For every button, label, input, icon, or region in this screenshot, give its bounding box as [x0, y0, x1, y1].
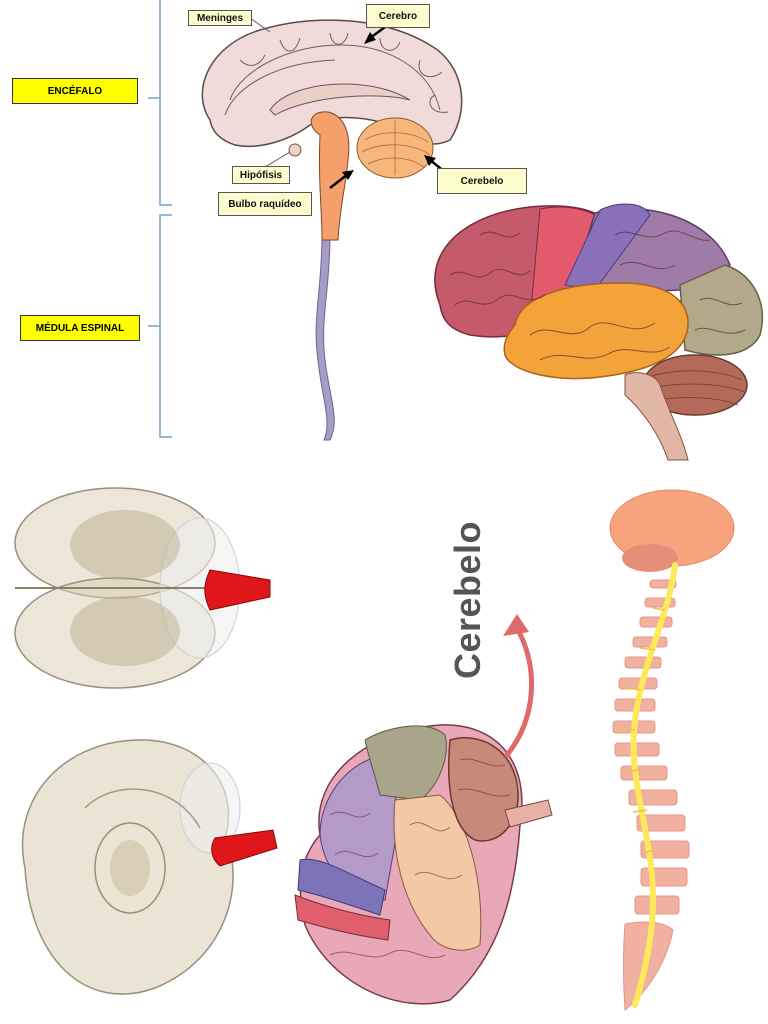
red-highlight-side — [211, 829, 278, 867]
curved-arrow-icon — [503, 614, 535, 758]
cerebro-label: Cerebro — [366, 4, 430, 28]
rear-brain-illustration — [294, 724, 553, 1005]
pituitary — [288, 143, 302, 157]
encefalo-bracket — [148, 0, 172, 438]
encefalo-label: ENCÉFALO — [12, 78, 138, 104]
brainstem — [310, 111, 350, 241]
hipofisis-label: Hipófisis — [232, 166, 290, 184]
occipital-rear — [364, 725, 447, 801]
cerebelo-vertical-title: Cerebelo — [438, 500, 498, 700]
cerebelo-title-text: Cerebelo — [447, 520, 488, 680]
medula-espinal-label: MÉDULA ESPINAL — [20, 315, 140, 341]
cerebrum — [201, 19, 463, 148]
cerebelo-callout-label: Cerebelo — [437, 168, 527, 194]
cerebellum-rear — [447, 737, 519, 842]
spinal-cord — [315, 234, 335, 441]
brainstem-lateral — [624, 372, 689, 461]
transparent-brain-top-view — [14, 487, 271, 689]
bulbo-raquideo-label: Bulbo raquídeo — [218, 192, 312, 216]
spine-illustration — [609, 489, 735, 1011]
lateral-brain-illustration — [434, 203, 764, 461]
sagittal-brain-diagram — [201, 17, 463, 441]
red-highlight-top — [204, 569, 271, 611]
temporal-lobe — [503, 282, 689, 380]
occipital-lobe — [679, 264, 764, 356]
meninges-label: Meninges — [188, 10, 252, 26]
transparent-brain-side-view — [21, 739, 278, 995]
